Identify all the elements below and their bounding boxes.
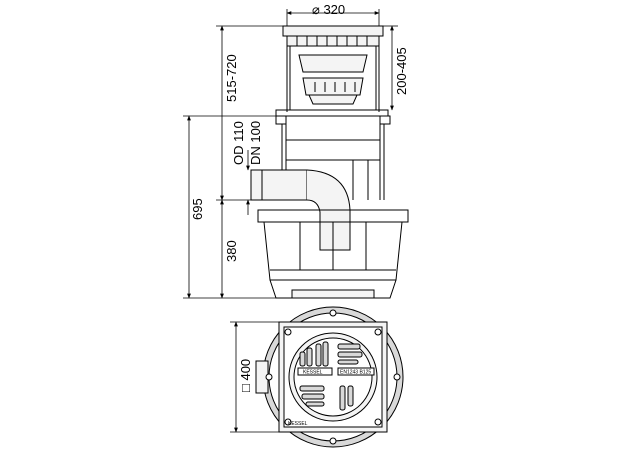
dim-body-height: 695 bbox=[190, 198, 205, 220]
dim-adjust-height: 200-405 bbox=[394, 47, 409, 95]
frame-brand-label: KESSEL bbox=[288, 421, 308, 427]
dim-top-diameter: ⌀ 320 bbox=[312, 2, 345, 17]
standard-plate bbox=[337, 367, 375, 376]
grate-slots bbox=[299, 341, 363, 411]
brand-plate bbox=[297, 367, 333, 376]
grate-brand-label: KESSEL bbox=[303, 370, 323, 376]
dim-lower-height: 380 bbox=[224, 240, 239, 262]
dim-outlet-od: OD 110 bbox=[231, 121, 246, 165]
grate-standard-label: EN1243 B125 bbox=[340, 370, 371, 376]
adjustment-sleeve bbox=[286, 46, 380, 112]
top-grate-frame bbox=[282, 25, 384, 47]
side-elevation bbox=[250, 25, 409, 299]
lower-body bbox=[257, 209, 409, 299]
plan-view bbox=[255, 306, 404, 448]
ring-bolts bbox=[265, 309, 401, 445]
dimension-lines bbox=[183, 9, 398, 433]
dim-outlet-dn: DN 100 bbox=[248, 121, 263, 165]
dim-total-height: 515-720 bbox=[224, 54, 239, 102]
seal-ring bbox=[275, 109, 391, 125]
dim-frame-size: □ 400 bbox=[238, 359, 253, 392]
